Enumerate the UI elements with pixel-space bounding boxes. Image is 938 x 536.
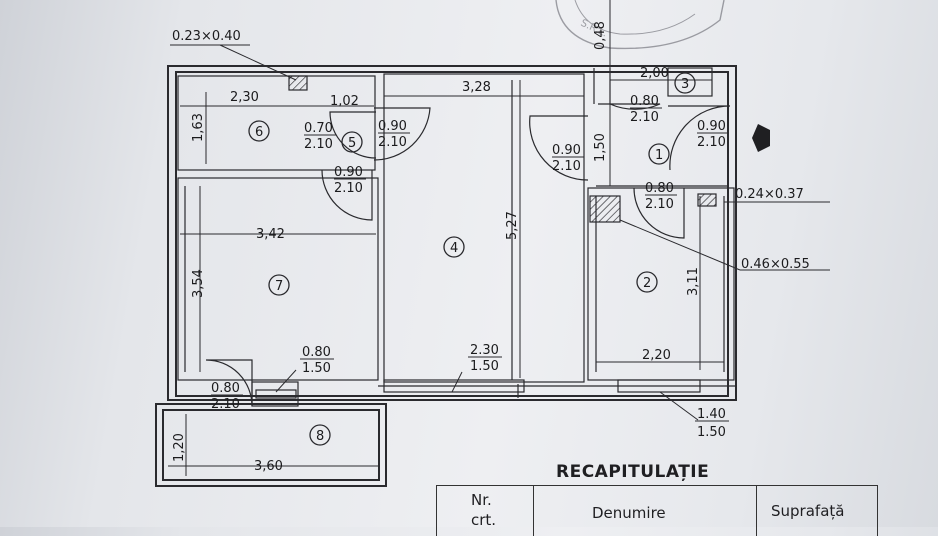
room-5: 5 (348, 136, 356, 151)
dim-3-42: 3,42 (256, 227, 285, 242)
shaft-b (697, 193, 717, 207)
col-name-label: Denumire (592, 504, 666, 522)
dim-3-60: 3,60 (254, 459, 283, 474)
win-230-h: 1.50 (470, 359, 499, 374)
room-1: 1 (655, 148, 663, 163)
col-nr-header: Nr. crt. (437, 486, 534, 536)
win-140-w: 1.40 (697, 407, 726, 422)
room-6: 6 (255, 125, 263, 140)
outer-walls (155, 65, 737, 487)
room-4: 4 (450, 241, 458, 256)
shaft-small (288, 75, 308, 91)
dim-2-30-top: 2,30 (230, 90, 259, 105)
dim-3-28: 3,28 (462, 80, 491, 95)
door-080b-h: 2.10 (645, 197, 674, 212)
dim-2-20: 2,20 (642, 348, 671, 363)
room-8: 8 (316, 429, 324, 444)
col-name-header: Denumire (534, 486, 757, 536)
dim-3-54: 3,54 (191, 269, 206, 298)
win-140-h: 1.50 (697, 425, 726, 440)
win-080-h: 1.50 (302, 361, 331, 376)
recap-table: Nr. crt. Denumire Suprafață (436, 485, 878, 536)
stamp-seal: S.R.L. (555, 0, 725, 50)
room-3: 3 (681, 77, 689, 92)
win-080-w: 0.80 (302, 345, 331, 360)
col-nr-label: Nr. (471, 491, 492, 509)
dimension-lines (168, 0, 830, 476)
door-090c-w: 0.90 (552, 143, 581, 158)
cutout-c-label: 0.46×0.55 (741, 257, 810, 272)
dim-2-00: 2,00 (640, 66, 669, 81)
cutout-small-label: 0.23×0.40 (172, 29, 241, 44)
dim-5-27: 5,27 (505, 211, 520, 240)
door-070-w: 0.70 (304, 121, 333, 136)
door-090a-w: 0.90 (378, 119, 407, 134)
col-area-header: Suprafață (757, 486, 877, 536)
door-090a-h: 2.10 (378, 135, 407, 150)
door-070-h: 2.10 (304, 137, 333, 152)
col-area-label: Suprafață (771, 502, 845, 520)
door-080b-w: 0.80 (645, 181, 674, 196)
dim-1-02: 1,02 (330, 94, 359, 109)
room-numbers: 3 6 5 1 4 7 2 8 (248, 72, 696, 446)
dim-1-20: 1,20 (172, 433, 187, 462)
dim-1-50: 1,50 (593, 133, 608, 162)
room-2: 2 (643, 276, 651, 291)
win-230-w: 2.30 (470, 343, 499, 358)
interior-walls (177, 67, 736, 407)
door-090d-w: 0.90 (697, 119, 726, 134)
door-090c-h: 2.10 (552, 159, 581, 174)
door-080a-w: 0.80 (630, 94, 659, 109)
door-090d-h: 2.10 (697, 135, 726, 150)
dim-0-48: 0,48 (593, 21, 608, 50)
door-080c-h: 2.10 (211, 397, 240, 412)
col-nr-label-2: crt. (471, 511, 497, 529)
entrance-arrow-icon (752, 124, 770, 152)
dim-1-63: 1,63 (191, 113, 206, 142)
dim-3-11: 3,11 (686, 267, 701, 296)
door-080c-w: 0.80 (211, 381, 240, 396)
door-090b-h: 2.10 (334, 181, 363, 196)
room-7: 7 (275, 279, 283, 294)
recap-title: RECAPITULAȚIE (556, 462, 710, 482)
door-090b-w: 0.90 (334, 165, 363, 180)
shaft-c (589, 195, 621, 223)
cutout-b-label: 0.24×0.37 (735, 187, 804, 202)
door-080a-h: 2.10 (630, 110, 659, 125)
